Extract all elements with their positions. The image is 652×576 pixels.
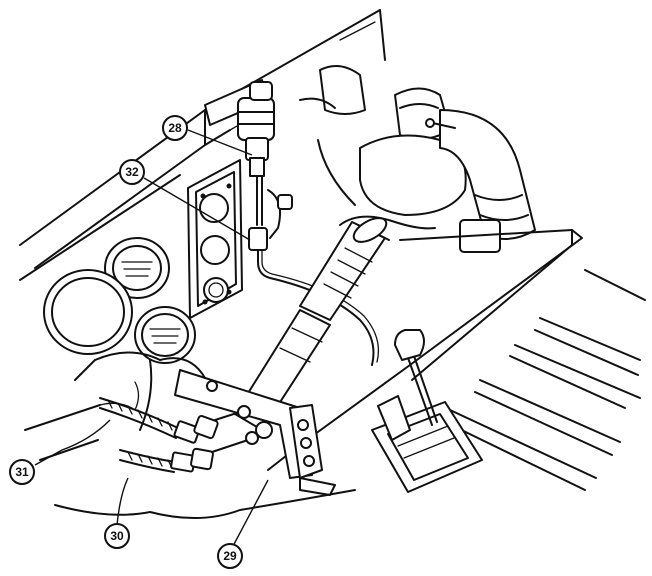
callout-31-label: 31 [15,465,29,479]
callout-30: 30 [104,523,130,549]
fuel-filter-assembly [204,79,275,226]
mounting-bracket [174,369,336,496]
callout-30-label: 30 [110,529,124,543]
hose-31 [99,397,251,444]
floor-panel [444,269,646,491]
dashboard-gauges [43,237,196,364]
firewall-panel [19,9,386,281]
callout-leaders [34,129,269,549]
callout-32-label: 32 [125,165,139,179]
callout-28-label: 28 [168,121,182,135]
callout-29-label: 29 [223,549,237,563]
callout-31: 31 [9,459,35,485]
instrument-subpanel [187,159,243,319]
turbocharger [299,65,536,253]
callout-29: 29 [217,543,243,569]
callout-28: 28 [162,115,188,141]
callout-32: 32 [119,159,145,185]
shift-console [371,329,483,493]
hose-30 [119,421,273,473]
